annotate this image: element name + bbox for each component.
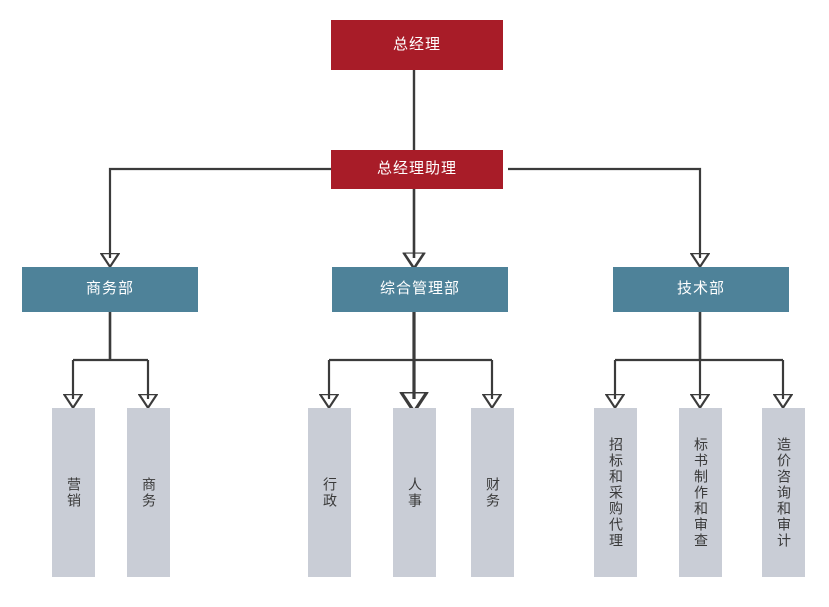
node-label: 标书制作和审查: [692, 436, 709, 549]
node-unit-administration[interactable]: 行政: [308, 408, 351, 577]
node-unit-hr[interactable]: 人事: [393, 408, 436, 577]
node-department-business[interactable]: 商务部: [22, 267, 198, 312]
node-label: 行政: [321, 476, 338, 509]
node-label: 总经理助理: [376, 160, 457, 178]
node-unit-marketing[interactable]: 营销: [52, 408, 95, 577]
node-label: 造价咨询和审计: [775, 436, 792, 549]
node-unit-business[interactable]: 商务: [127, 408, 170, 577]
node-label: 总经理: [392, 35, 441, 53]
node-label: 综合管理部: [379, 280, 460, 298]
node-department-admin[interactable]: 综合管理部: [332, 267, 508, 312]
node-unit-tender-doc[interactable]: 标书制作和审查: [679, 408, 722, 577]
node-label: 商务部: [85, 280, 134, 298]
node-general-manager-assistant[interactable]: 总经理助理: [331, 150, 503, 189]
connector-assistant-to-tech: [508, 167, 700, 258]
node-label: 人事: [406, 476, 423, 509]
node-unit-cost[interactable]: 造价咨询和审计: [762, 408, 805, 577]
connector-assistant-to-business: [110, 167, 332, 258]
node-unit-bidding[interactable]: 招标和采购代理: [594, 408, 637, 577]
node-label: 财务: [484, 476, 501, 509]
node-general-manager[interactable]: 总经理: [331, 20, 503, 70]
node-label: 营销: [65, 476, 82, 509]
node-label: 技术部: [676, 280, 725, 298]
node-label: 商务: [140, 476, 157, 509]
node-department-tech[interactable]: 技术部: [613, 267, 789, 312]
node-unit-finance[interactable]: 财务: [471, 408, 514, 577]
node-label: 招标和采购代理: [607, 436, 624, 549]
